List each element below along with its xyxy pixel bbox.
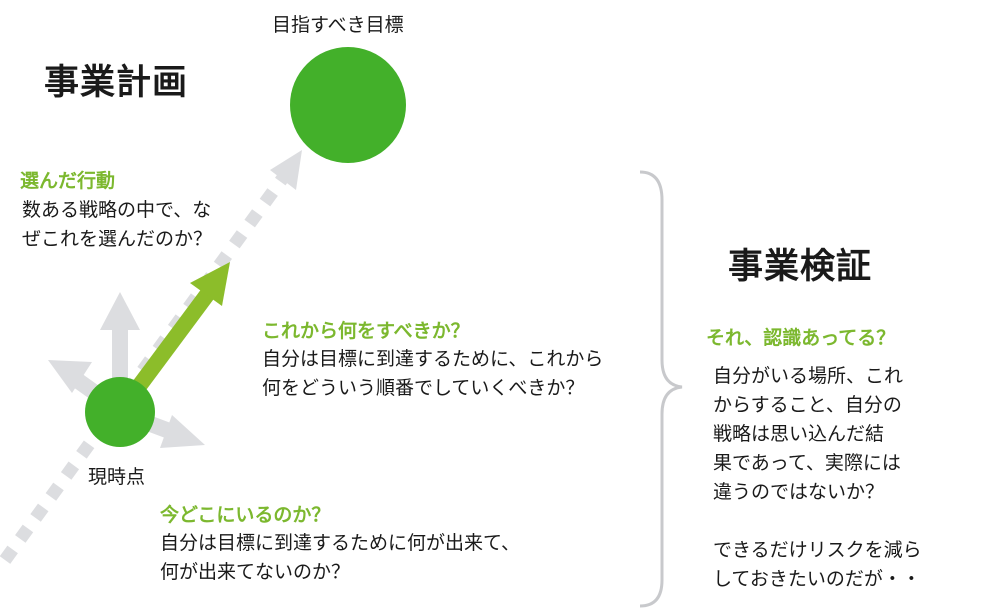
text-line: からすること、自分の: [713, 394, 902, 416]
blank-line: [713, 507, 922, 536]
goal-circle: [290, 47, 406, 163]
verify-title: 事業検証: [728, 247, 873, 287]
goal-label: 目指すべき目標: [272, 14, 404, 36]
text-line: 自分がいる場所、これ: [713, 365, 904, 387]
text-line: 自分は目標に到達するために、これから: [262, 348, 604, 370]
text-line: できるだけリスクを減ら: [713, 539, 922, 561]
current-label: 現時点: [88, 466, 146, 488]
text-line: 違うのではないか？: [713, 481, 885, 503]
verify-body: 自分がいる場所、これ からすること、自分の 戦略は思い込んだ結 果であって、実際…: [713, 362, 922, 594]
curly-brace: [639, 170, 683, 608]
now-body: 自分は目標に到達するために何が出来て、 何が出来てないのか？: [160, 529, 520, 587]
next-heading: これから何をすべきか？: [262, 320, 470, 342]
text-line: ぜこれを選んだのか？: [22, 228, 213, 250]
text-line: 何をどういう順番でしていくべきか？: [262, 377, 585, 399]
text-line: 果であって、実際には: [713, 452, 901, 474]
text-line: しておきたいのだが・・: [713, 568, 921, 590]
text-line: 自分は目標に到達するために何が出来て、: [160, 532, 521, 554]
current-point-circle: [85, 377, 155, 447]
gray-arrowhead-goal: [270, 150, 302, 190]
text-line: 戦略は思い込んだ結: [713, 423, 885, 445]
now-heading: 今どこにいるのか？: [160, 504, 331, 526]
verify-heading: それ、認識あってる？: [706, 327, 896, 349]
chosen-body: 数ある戦略の中で、な ぜこれを選んだのか？: [22, 196, 212, 254]
next-body: 自分は目標に到達するために、これから 何をどういう順番でしていくべきか？: [262, 345, 603, 403]
plan-title: 事業計画: [44, 63, 189, 103]
text-line: 何が出来てないのか？: [160, 561, 351, 583]
chosen-heading: 選んだ行動: [20, 170, 116, 192]
chosen-action-arrow: [118, 262, 230, 410]
text-line: 数ある戦略の中で、な: [22, 199, 212, 221]
